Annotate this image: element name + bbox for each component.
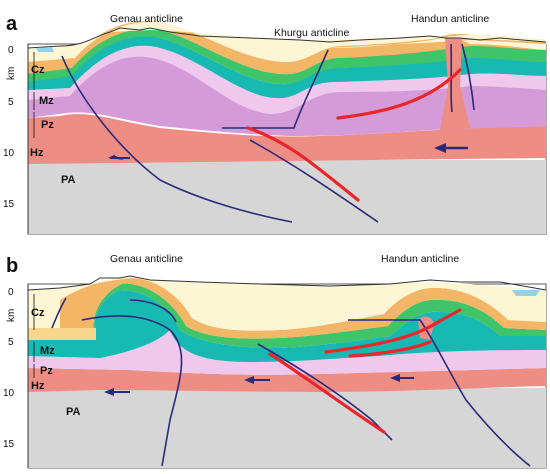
panel-b: b Genau anticline Handun anticline 0 5 1…: [3, 253, 547, 469]
panel-b-arrow-hz-mid-head: [244, 376, 254, 384]
panel-b-fault-left: [51, 297, 67, 329]
panel-a-mz-green: [28, 28, 546, 85]
panel-a-cz-light-right: [330, 36, 546, 50]
panel-b-fault-mid: [257, 343, 393, 441]
panel-b-tick-10: 10: [3, 388, 15, 399]
panel-a-label-pa: PA: [61, 174, 76, 186]
panel-b-label-hz: Hz: [31, 380, 45, 392]
panel-a-tick-5: 5: [8, 97, 14, 108]
panel-b-label-mz: Mz: [40, 345, 55, 357]
panel-a-fault-deep: [249, 139, 379, 223]
panel-a-tick-15: 15: [3, 199, 15, 210]
panel-b-topography: [27, 275, 547, 291]
panel-a-pz-layer: [28, 54, 546, 136]
panel-a-label-cz: Cz: [31, 64, 45, 76]
panel-a-mz-layer: [28, 35, 546, 99]
panel-b-title-genau: Genau anticline: [110, 253, 183, 265]
panel-b-fault-genau-upper: [129, 299, 177, 323]
panel-b-label-cz: Cz: [31, 307, 45, 319]
panel-a-title-khurgu: Khurgu anticline: [274, 27, 349, 39]
panel-b-label-pa: PA: [66, 406, 81, 418]
panel-a-hz-layer: [28, 114, 546, 164]
panel-b-fault-genau: [81, 315, 183, 467]
panel-b-arrow-hz-right-head: [390, 374, 400, 382]
panel-b-thrust-mid: [268, 352, 386, 434]
panel-a-thrust-khurgu: [246, 126, 360, 202]
panel-a-label-hz: Hz: [30, 147, 44, 159]
panel-a-label-mz: Mz: [39, 95, 54, 107]
panel-a-topography: [27, 27, 547, 49]
panel-a-label-pz: Pz: [41, 119, 54, 131]
panel-b-lake: [512, 290, 540, 296]
panel-b-title-handun: Handun anticline: [381, 253, 459, 265]
panel-a-fault-genau: [61, 55, 293, 223]
panel-a-thrust-handun: [336, 68, 462, 120]
panel-b-pz-layer: [28, 330, 546, 375]
panel-a-arrow-hz-right-head: [434, 143, 446, 153]
panel-a-cz-layer: [28, 21, 546, 75]
panel-b-tick-0: 0: [8, 287, 14, 298]
panel-b-thrust-handun-lower: [348, 340, 432, 358]
panel-a-fault-handun: [450, 43, 453, 113]
panel-b-thrust-handun: [324, 308, 462, 354]
panel-a-title-genau: Genau anticline: [110, 13, 183, 25]
panel-b-letter: b: [6, 255, 18, 277]
panel-b-tick-15: 15: [3, 439, 15, 450]
panel-b-arrow-hz-left-head: [104, 388, 114, 396]
panel-a-lake: [36, 47, 54, 52]
panel-b-fault-handun: [348, 319, 531, 467]
panel-a-tick-10: 10: [3, 148, 15, 159]
panel-a-salt-diapir: [440, 38, 470, 130]
panel-b-cz-light: [28, 277, 546, 340]
panel-a-pa-basement: [28, 160, 546, 234]
panel-a-title-handun: Handun anticline: [411, 13, 489, 25]
panel-b-unit: km: [6, 309, 17, 322]
panel-a-tick-0: 0: [8, 45, 14, 56]
panel-a-unit: km: [6, 67, 17, 80]
panel-b-hz-layer: [28, 368, 546, 392]
panel-b-mz-green: [93, 283, 547, 348]
panel-a-fault-handun-right: [461, 43, 475, 111]
panel-a: a Genau anticline Khurgu anticline Handu…: [3, 13, 547, 235]
panel-a-letter: a: [6, 13, 18, 35]
panel-a-pz-light: [28, 45, 546, 114]
panel-b-cz-plug: [28, 328, 96, 340]
panel-a-cz-light: [28, 21, 546, 62]
panel-b-mz-layer: [28, 290, 546, 362]
panel-a-fault-khurgu: [222, 49, 329, 129]
panel-b-tick-5: 5: [8, 337, 14, 348]
panel-b-cz-layer: [60, 277, 546, 340]
panel-b-label-pz: Pz: [40, 365, 53, 377]
panel-b-pa-basement: [28, 388, 546, 468]
